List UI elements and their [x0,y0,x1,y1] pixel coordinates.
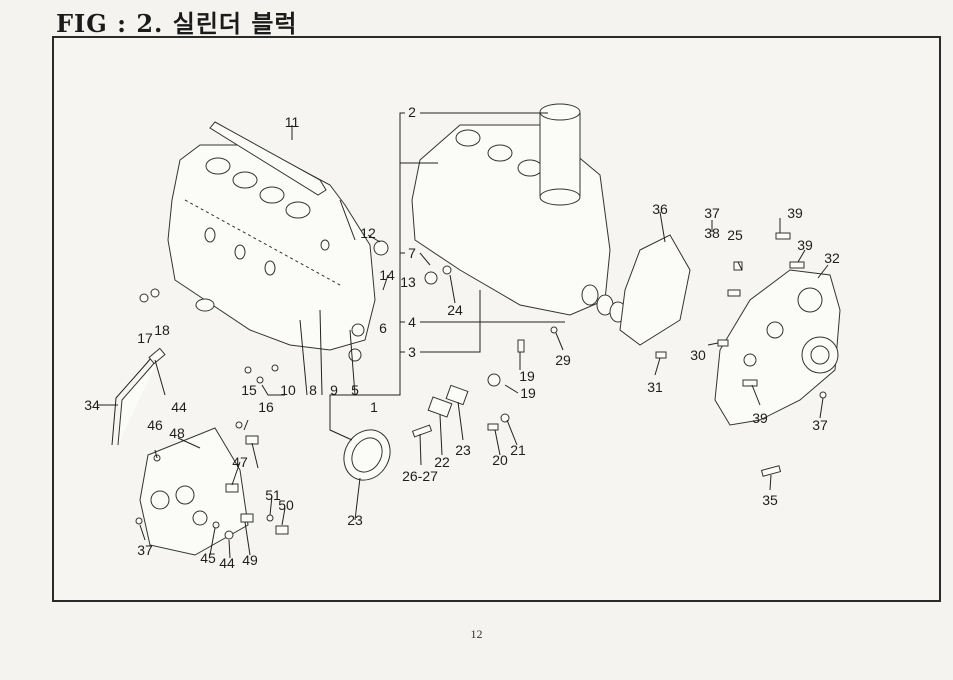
callout-21-top: 19 [519,368,535,384]
part-46-rear-plate [139,427,249,556]
callout-41: 44 [171,399,187,415]
callout-33: 34 [84,397,100,413]
callout-38: 38 [704,225,720,241]
callout-36: 37 [812,417,828,433]
callout-1: 1 [370,399,378,415]
callout-49: 51 [265,487,281,503]
fasteners [135,232,827,540]
callout-28: 25 [727,227,743,243]
cylinder-block-outline [167,144,376,351]
page-number: 12 [470,627,483,641]
callout-39-top: 39 [787,205,803,221]
part-11-rod [209,121,356,241]
callout-19: 19 [520,385,536,401]
callout-25: 23 [347,512,363,528]
engine-block [411,103,627,323]
callout-29: 29 [555,352,571,368]
callout-5: 5 [351,382,359,398]
callout-48: 50 [278,497,294,513]
callout-42: 44 [219,555,235,571]
callout-11: 11 [285,114,300,130]
part-35-gasket [619,234,691,346]
callout-18: 18 [154,322,170,338]
callout-31: 31 [647,379,663,395]
page-title: FIG : 2. 실린더 블럭 [56,9,298,38]
callout-47: 49 [242,552,258,568]
callout-2: 2 [408,104,416,120]
callout-9: 9 [330,382,338,398]
callout-labels: 11 2 7 4 3 6 12 14 13 24 1 5 9 8 10 15 1… [84,104,840,571]
callout-46: 48 [169,425,185,441]
callout-37-top: 37 [704,205,720,221]
part-25-oil-seal [343,429,391,481]
callout-3: 3 [408,344,416,360]
callout-39-mid: 39 [797,237,813,253]
callout-4: 4 [408,314,416,330]
callout-26-27: 24 [447,302,463,318]
callout-16: 16 [258,399,274,415]
callout-24: 26-27 [402,468,438,484]
callout-22: 22 [434,454,450,470]
part-34-stud [760,465,782,477]
callout-8: 8 [309,382,317,398]
callout-43: 45 [200,550,216,566]
callout-30: 30 [690,347,706,363]
callout-35: 36 [652,201,668,217]
part-33-41-pipe [111,347,166,446]
callout-20: 20 [492,452,508,468]
callout-13: 13 [400,274,416,290]
callout-45: 47 [232,454,248,470]
callout-37-bottom: 37 [137,542,153,558]
callout-17: 17 [137,330,153,346]
callout-32: 32 [824,250,840,266]
callout-15: 15 [241,382,257,398]
callout-6: 6 [379,320,387,336]
callout-7: 7 [408,245,416,261]
leader-lines [98,112,829,559]
callout-23: 23 [455,442,471,458]
callout-14: 14 [379,267,395,283]
callout-34: 35 [762,492,778,508]
callout-10: 10 [280,382,296,398]
callout-12: 12 [360,225,376,241]
callout-39-bottom: 39 [752,410,768,426]
callout-44: 46 [147,417,163,433]
callout-21-bottom: 21 [510,442,526,458]
